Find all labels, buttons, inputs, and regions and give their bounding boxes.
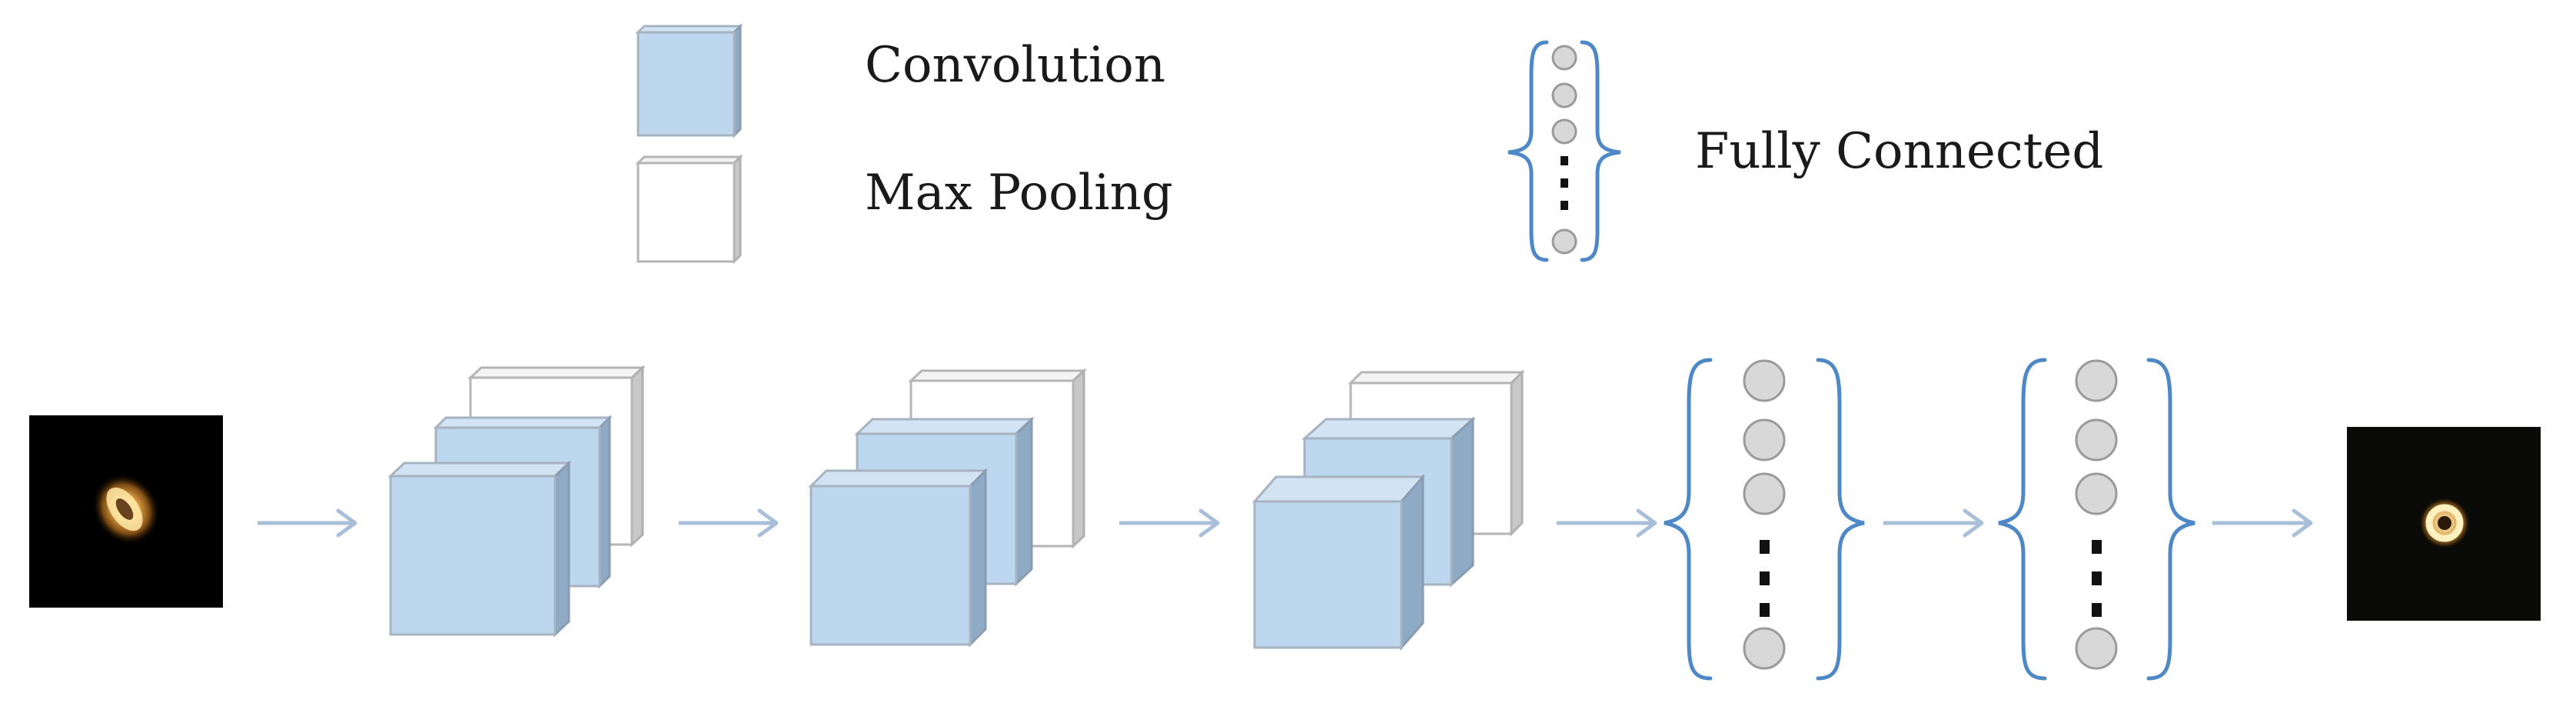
conv-pool-block-3 xyxy=(1251,369,1525,651)
right-brace-icon xyxy=(1580,40,1621,262)
legend-convolution-label: Convolution xyxy=(865,37,1165,94)
legend-convolution-swatch xyxy=(635,23,743,138)
conv-pool-block-2 xyxy=(808,368,1087,648)
left-brace-icon xyxy=(1998,358,2047,681)
flow-arrow xyxy=(679,508,779,538)
legend: Convolution Max Pooling Fully Connected xyxy=(635,23,2103,265)
legend-fully-connected-label: Fully Connected xyxy=(1695,123,2103,180)
output-image xyxy=(2347,427,2541,621)
fully-connected-layer-2 xyxy=(1998,358,2195,681)
flow-arrow xyxy=(1883,508,1984,538)
legend-max-pooling-swatch xyxy=(635,154,743,265)
legend-max-pooling-label: Max Pooling xyxy=(865,165,1173,222)
conv-pool-block-1 xyxy=(387,365,646,638)
left-brace-icon xyxy=(1507,40,1549,262)
input-image xyxy=(29,415,223,608)
flow-arrow xyxy=(2212,508,2313,538)
left-brace-icon xyxy=(1664,358,1713,681)
fully-connected-layer-1 xyxy=(1664,358,1865,681)
flow-arrow xyxy=(1119,508,1220,538)
right-brace-icon xyxy=(1816,358,1865,681)
flow-arrow xyxy=(1557,508,1657,538)
flow-arrow xyxy=(258,508,357,538)
right-brace-icon xyxy=(2146,358,2195,681)
legend-fully-connected-swatch xyxy=(1507,40,1621,262)
